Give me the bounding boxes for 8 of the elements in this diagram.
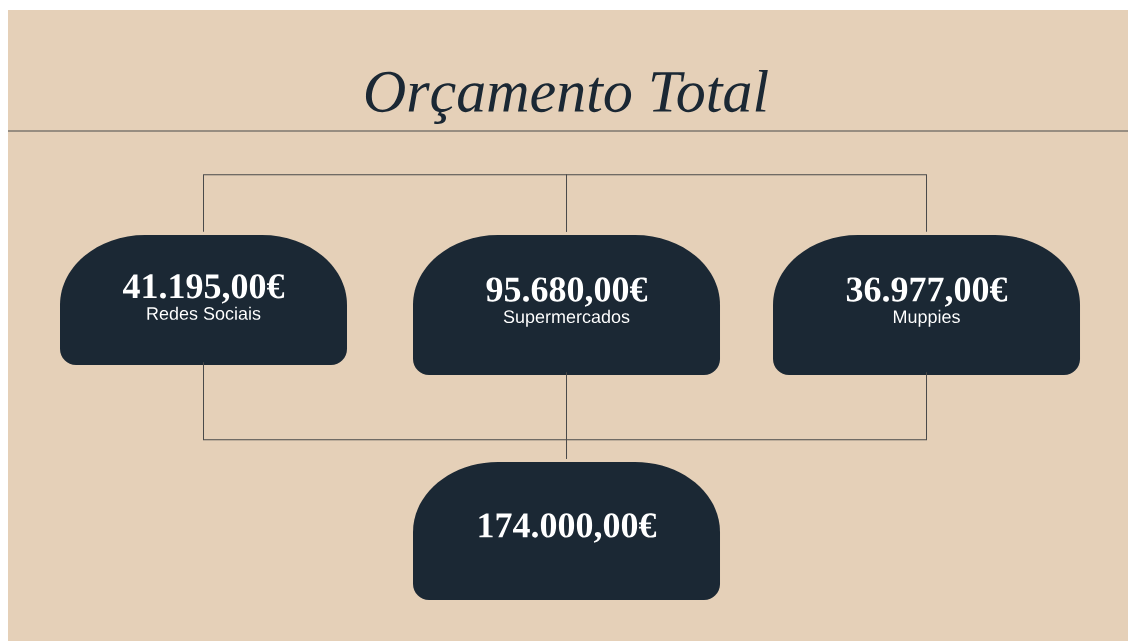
connector-line xyxy=(566,371,927,460)
connector-line xyxy=(203,174,567,233)
dome-box: 95.680,00€ Supermercados xyxy=(413,235,720,375)
title: Orçamento Total xyxy=(365,69,768,125)
dome-box: 174.000,00€ xyxy=(413,462,720,600)
connector-line xyxy=(566,174,927,233)
dome-box: 41.195,00€ Redes Sociais xyxy=(60,235,347,365)
dome-box: 36.977,00€ Muppies xyxy=(773,235,1080,375)
